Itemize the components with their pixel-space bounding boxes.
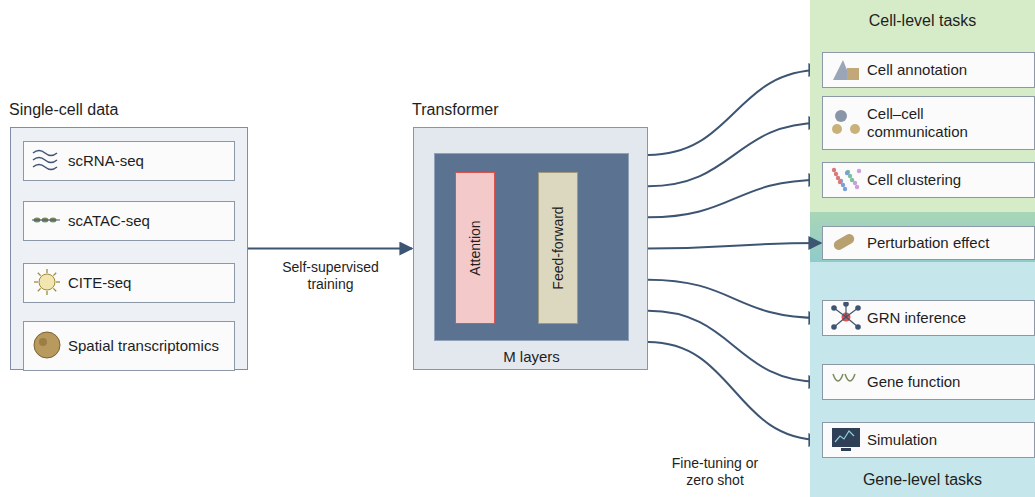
box-label: Simulation — [867, 431, 937, 449]
box-label: Perturbation effect — [867, 234, 989, 252]
blocks-icon — [829, 54, 863, 84]
item-box: Simulation — [822, 422, 1035, 458]
icon-shapes — [832, 232, 856, 252]
dots-icon — [829, 164, 863, 194]
box-label: Feed-forward — [550, 206, 566, 289]
data-panel: AttentionFeed-forwardM layersTransformer — [413, 127, 648, 370]
flow-arrow — [648, 180, 821, 217]
flow-arrow — [648, 123, 821, 186]
flow-arrow — [648, 342, 821, 440]
panel-heading: Single-cell data — [9, 101, 118, 119]
panel-heading: Cell-level tasks — [810, 12, 1035, 30]
icon-shapes — [833, 374, 855, 381]
comm-icon — [829, 107, 863, 137]
icon-shapes — [34, 269, 60, 295]
flow-arrow — [648, 243, 821, 249]
layer-block: Feed-forward — [538, 172, 578, 324]
item-box: Perturbation effect — [822, 226, 1035, 260]
box-label: scATAC-seq — [68, 212, 150, 230]
dna-icon — [30, 205, 64, 235]
perturbation-band — [810, 212, 1035, 262]
icon-shapes — [32, 218, 60, 223]
icon-shapes — [832, 110, 860, 134]
item-box: Cell clustering — [822, 162, 1035, 198]
icon-shapes — [833, 60, 859, 80]
item-box: GRN inference — [822, 300, 1035, 336]
item-box: CITE-seq — [23, 263, 235, 303]
icon-shapes — [34, 332, 60, 358]
box-label: Attention — [467, 220, 483, 275]
box-label: GRN inference — [867, 309, 966, 327]
box-label: Cell–cell communication — [867, 105, 979, 141]
tissue-icon — [30, 330, 64, 360]
edge-label: Self-supervised training — [266, 259, 396, 293]
box-label: Spatial transcriptomics — [68, 337, 219, 355]
icon-shapes — [33, 151, 57, 170]
panel-heading: Gene-level tasks — [810, 471, 1035, 489]
task-panel: GRN inferenceGene functionSimulationGene… — [810, 262, 1035, 497]
layer-stack: AttentionFeed-forwardM layers — [434, 153, 629, 341]
item-box: Cell–cell communication — [822, 96, 1035, 150]
panel-heading: M layers — [435, 348, 628, 365]
box-label: Cell clustering — [867, 171, 961, 189]
icon-shapes — [831, 302, 861, 330]
cell-icon — [30, 267, 64, 297]
item-box: scATAC-seq — [23, 201, 235, 241]
layer-block: Attention — [455, 172, 495, 324]
box-label: Cell annotation — [867, 61, 967, 79]
grn-icon — [829, 302, 863, 332]
screen-icon — [829, 424, 863, 454]
box-label: CITE-seq — [68, 274, 131, 292]
flow-arrow — [648, 280, 821, 318]
icon-shapes — [832, 168, 861, 191]
icon-shapes — [832, 428, 860, 451]
item-box: Spatial transcriptomics — [23, 321, 235, 371]
box-label: scRNA-seq — [68, 152, 144, 170]
item-box: scRNA-seq — [23, 141, 235, 181]
flow-arrow — [648, 70, 821, 155]
item-box: Gene function — [822, 364, 1035, 400]
flow-arrow — [248, 248, 412, 250]
wave-icon — [30, 145, 64, 175]
note-label: Fine-tuning or zero shot — [660, 455, 770, 489]
item-box: Cell annotation — [822, 52, 1035, 88]
panel-heading: Transformer — [412, 101, 499, 119]
box-label: Gene function — [867, 373, 960, 391]
data-panel: scRNA-seq scATAC-seqCITE-seqSpatial trans… — [10, 127, 248, 370]
task-panel: Cell annotationCell–cell communicationCe… — [810, 0, 1035, 212]
gene-icon — [829, 366, 863, 396]
pill-icon — [829, 227, 863, 257]
